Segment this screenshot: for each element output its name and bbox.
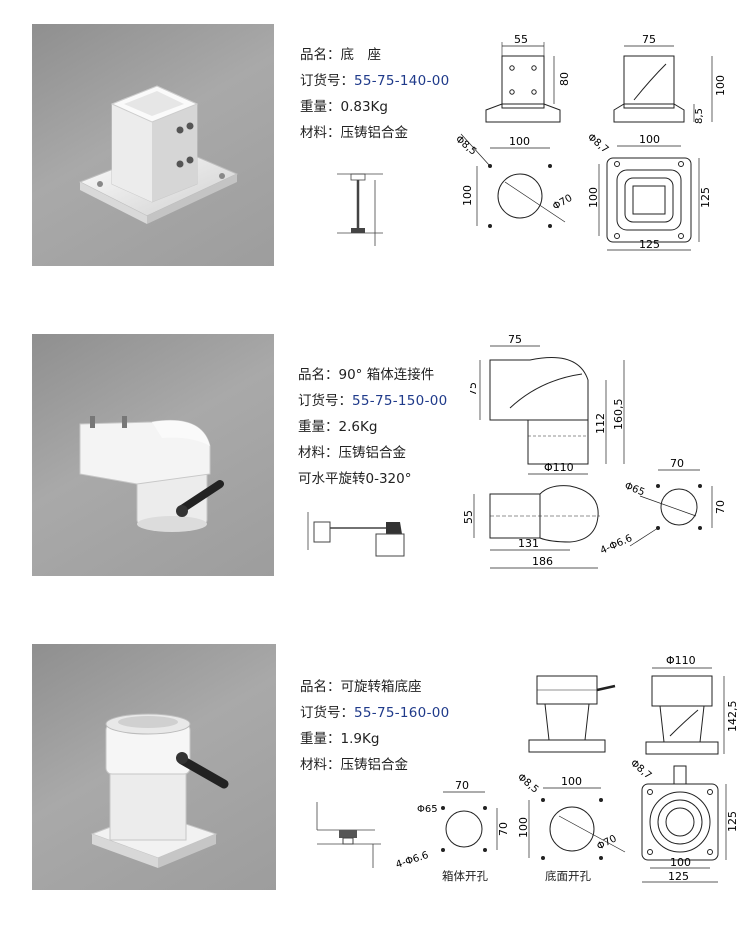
dim-box-hole: Φ65	[417, 804, 438, 815]
dim-plate-width: 125	[639, 238, 660, 251]
dim-plate-spacing-v: 100	[587, 187, 600, 208]
dim-box-spacing: 70	[455, 779, 469, 792]
dim-hole: Φ70	[551, 193, 574, 213]
rotary-base-illustration	[90, 713, 229, 868]
drawing-side-1: 75 8,5 100	[610, 30, 730, 130]
product-section-3: 品名：可旋转箱底座 订货号：55-75-160-00 重量：1.9Kg 材料：压…	[0, 620, 750, 920]
drawing-plate-top-3: Φ8,7 125 100 125	[628, 756, 740, 886]
dim-length-1: 131	[518, 537, 539, 550]
caption-box-cutout: 箱体开孔	[442, 869, 488, 883]
spec-material: 材料：压铸铝合金	[300, 125, 408, 141]
product-section-2: 品名：90° 箱体连接件 订货号：55-75-150-00 重量：2.6Kg 材…	[0, 310, 750, 600]
dim-base-hole: Φ70	[595, 833, 618, 852]
caption-base-cutout: 底面开孔	[545, 869, 591, 883]
dim-plate-dia: Φ8,7	[630, 758, 653, 782]
install-sketch-1	[335, 160, 385, 250]
dim-base-spacing: 100	[561, 775, 582, 788]
dim-plate-height: 125	[726, 811, 739, 832]
dim-bolt-spacing: 100	[509, 135, 530, 148]
drawing-front-3	[525, 670, 625, 760]
drawing-front-1: 55 80	[480, 30, 590, 130]
spec-order: 订货号：55-75-140-00	[300, 73, 450, 89]
spec-name: 品名：可旋转箱底座	[300, 679, 422, 695]
spec-material: 材料：压铸铝合金	[300, 757, 408, 773]
spec-order: 订货号：55-75-160-00	[300, 705, 450, 721]
product-photo-1	[32, 24, 274, 266]
dim-top-dia: Φ110	[666, 654, 696, 667]
dim-spacing-w: 70	[670, 457, 684, 470]
spec-weight: 重量：0.83Kg	[300, 99, 388, 115]
drawing-base-cutout-3: 100 Φ8,5 100 Φ70	[515, 770, 640, 880]
dim-hole: Φ65	[623, 481, 646, 499]
spec-name: 品名：底 座	[300, 47, 381, 63]
spec-weight: 重量：1.9Kg	[300, 731, 380, 747]
product-photo-3	[32, 644, 276, 890]
dim-box-bolts: 4-Φ6.6	[395, 850, 430, 871]
dim-foot: 8,5	[694, 108, 705, 124]
drawing-bolt-pattern-1: 100 Φ8,5 100 Φ70	[453, 130, 585, 240]
box-connector-illustration	[79, 416, 224, 532]
dim-length-2: 186	[532, 555, 553, 568]
spec-material: 材料：压铸铝合金	[298, 445, 406, 461]
spec-name: 品名：90° 箱体连接件	[298, 367, 435, 383]
drawing-top-2: 55 131 186	[460, 480, 610, 580]
dim-bottom-dia: Φ110	[544, 461, 574, 474]
install-sketch-2	[300, 510, 430, 560]
dim-left-height: 75	[470, 382, 479, 396]
dim-height-2: 100	[714, 75, 727, 96]
dim-bolt-spacing-v: 100	[461, 185, 474, 206]
dim-side-height: 55	[462, 510, 475, 524]
product-section-1: 品名：底 座 订货号：55-75-140-00 重量：0.83Kg 材料：压铸铝…	[0, 0, 750, 290]
product-photo-2	[32, 334, 274, 576]
drawing-plate-top-1: 100 Φ8,7 100 125 125	[585, 130, 715, 260]
dim-top-width: 75	[508, 333, 522, 346]
dim-bolt-dia: Φ8,5	[455, 134, 478, 158]
dim-height-2: 160,5	[612, 399, 625, 431]
dim-plate-bolt-dia: Φ8,7	[585, 132, 610, 156]
spec-list-2: 品名：90° 箱体连接件 订货号：55-75-150-00 重量：2.6Kg 材…	[298, 362, 448, 492]
dim-height: 80	[558, 72, 571, 86]
spec-order: 订货号：55-75-150-00	[298, 393, 448, 409]
spec-weight: 重量：2.6Kg	[298, 419, 378, 435]
dim-spacing-h: 70	[714, 500, 727, 514]
drawing-box-cutout-3: 70 70 Φ65 4-Φ6.6	[395, 778, 515, 878]
drawing-side-3: Φ110 142,5	[640, 648, 740, 768]
dim-box-spacing-v: 70	[497, 822, 510, 836]
spec-list-1: 品名：底 座 订货号：55-75-140-00 重量：0.83Kg 材料：压铸铝…	[300, 42, 450, 146]
dim-plate-spacing: 100	[670, 856, 691, 869]
base-mount-illustration	[78, 85, 239, 224]
dim-base-spacing-v: 100	[517, 817, 530, 838]
dim-plate-width: 125	[668, 870, 689, 883]
spec-rotation: 可水平旋转0-320°	[298, 471, 412, 487]
spec-list-3: 品名：可旋转箱底座 订货号：55-75-160-00 重量：1.9Kg 材料：压…	[300, 674, 450, 778]
dim-plate-spacing: 100	[639, 133, 660, 146]
dim-height-1: 112	[594, 413, 607, 434]
install-sketch-3	[315, 800, 385, 870]
dim-top-width: 55	[514, 33, 528, 46]
drawing-side-2: 75 75 112 160,5 Φ110	[466, 330, 640, 480]
drawing-hole-pattern-2: 70 70 Φ65 4-Φ6.6	[599, 450, 730, 560]
dim-plate-height: 125	[699, 187, 712, 208]
dim-top-width-2: 75	[642, 33, 656, 46]
dim-bolts: 4-Φ6.6	[600, 533, 634, 557]
dim-height: 142,5	[726, 701, 739, 733]
dim-base-dia: Φ8,5	[515, 772, 540, 796]
